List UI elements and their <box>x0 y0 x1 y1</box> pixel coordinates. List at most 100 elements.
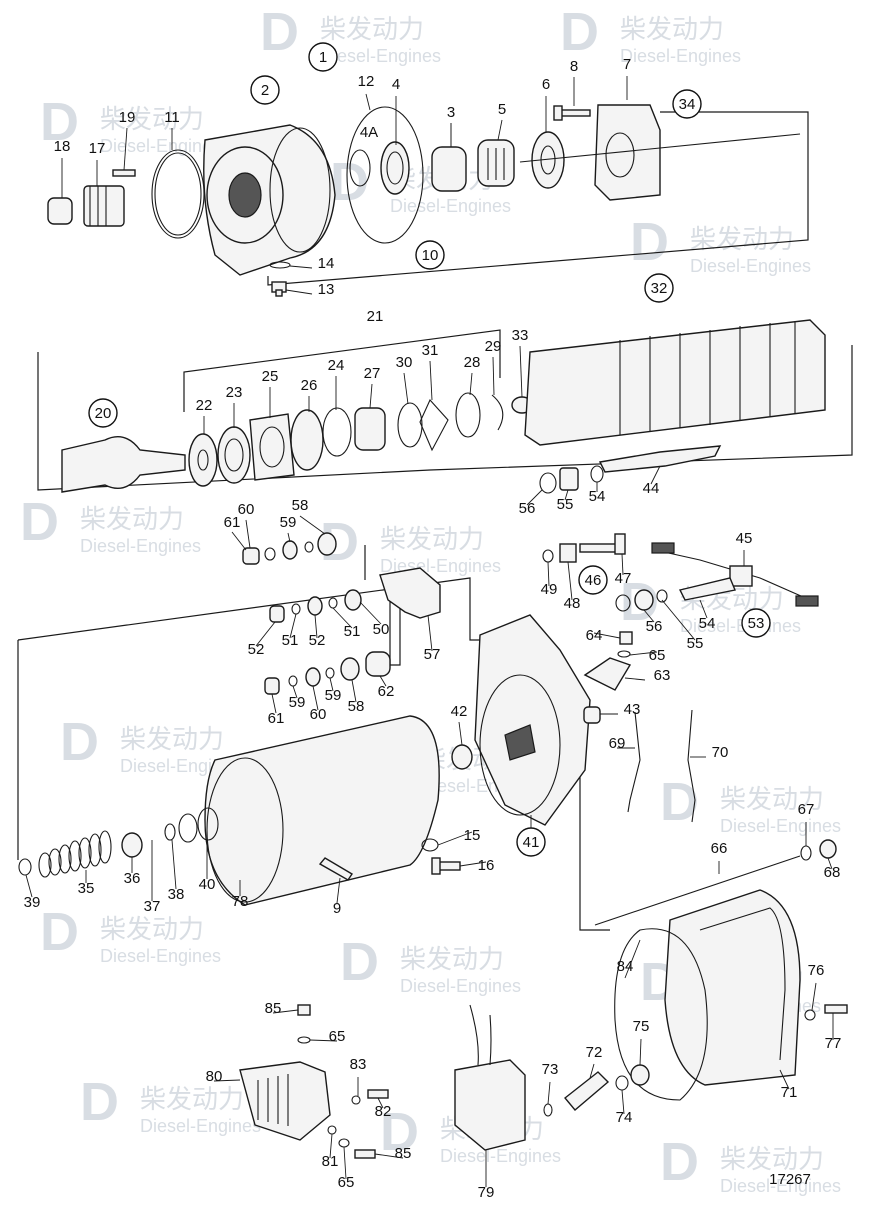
part-label-61-1: 61 <box>224 514 241 531</box>
leader-line <box>593 632 621 639</box>
part-label-51-1: 51 <box>282 632 299 649</box>
leader-line <box>351 679 357 703</box>
part-label-47: 47 <box>615 570 632 587</box>
part-label-29: 29 <box>485 338 502 355</box>
watermark-logo-icon: D <box>380 1102 419 1162</box>
brush-group <box>18 532 819 906</box>
leader-line <box>469 372 473 396</box>
part-label-38: 38 <box>168 886 185 903</box>
part-label-3: 3 <box>447 104 455 121</box>
watermark-logo-icon: D <box>60 712 99 772</box>
part-label-68: 68 <box>824 864 841 881</box>
part-label-58-2: 58 <box>348 698 365 715</box>
leader-line <box>312 685 319 711</box>
part-label-48: 48 <box>564 595 581 612</box>
part-label-21: 21 <box>367 308 384 325</box>
watermark-brand-cn: 柴发动力 <box>690 224 794 254</box>
part-label-44: 44 <box>643 480 660 497</box>
watermark-brand-en: Diesel-Engines <box>690 256 811 276</box>
part-label-59-1: 59 <box>280 514 297 531</box>
callout-circle-1 <box>308 42 338 72</box>
leader-line <box>171 839 177 890</box>
leader-line <box>429 360 433 401</box>
watermark-logo-icon: D <box>20 492 59 552</box>
leader-line <box>459 861 487 867</box>
leader-line <box>285 289 313 295</box>
leader-line <box>272 1009 299 1014</box>
part-label-73: 73 <box>542 1061 559 1078</box>
part-label-56-2: 56 <box>646 618 663 635</box>
callout-label-46: 46 <box>585 572 602 589</box>
part-label-55-2: 55 <box>687 635 704 652</box>
part-label-65-2: 65 <box>329 1028 346 1045</box>
watermark-brand-en: Diesel-Engines <box>80 536 201 556</box>
leader-line <box>255 621 276 647</box>
leader-line <box>329 677 334 692</box>
watermark-logo-icon: D <box>340 932 379 992</box>
part-label-57: 57 <box>424 646 441 663</box>
watermark-brand-en: Diesel-Engines <box>440 1146 561 1166</box>
callout-circle-20 <box>88 398 118 428</box>
part-label-54-2: 54 <box>699 615 716 632</box>
watermark-brand-cn: 柴发动力 <box>80 504 184 534</box>
leader-line <box>547 1081 551 1105</box>
assembly-frames <box>17 111 853 931</box>
leader-line <box>643 609 655 623</box>
watermark-logo-icon: D <box>630 212 669 272</box>
part-label-65-1: 65 <box>649 647 666 664</box>
watermark-logo-icon: D <box>560 2 599 62</box>
part-label-65-3: 65 <box>338 1174 355 1191</box>
part-label-85-2: 85 <box>395 1145 412 1162</box>
watermark-logo-icon: D <box>80 1072 119 1132</box>
callout-circle-53 <box>741 608 771 638</box>
leader-lines <box>25 76 834 1187</box>
callout-label-34: 34 <box>679 96 696 113</box>
callout-label-41: 41 <box>523 834 540 851</box>
part-label-52-1: 52 <box>248 641 265 658</box>
watermark-brand-en: Diesel-Engines <box>620 46 741 66</box>
part-label-61-2: 61 <box>268 710 285 727</box>
watermark-brand-en: Diesel-Engines <box>320 46 441 66</box>
part-label-85-1: 85 <box>265 1000 282 1017</box>
watermark-brand-en: Diesel-Engines <box>140 1116 261 1136</box>
part-label-7: 7 <box>623 56 631 73</box>
leader-line <box>621 553 624 576</box>
leader-line <box>365 93 371 111</box>
part-label-72: 72 <box>586 1044 603 1061</box>
part-label-55-1: 55 <box>557 496 574 513</box>
part-label-18: 18 <box>54 138 71 155</box>
watermark-brand-cn: 柴发动力 <box>720 784 824 814</box>
leader-line <box>624 939 641 979</box>
watermark-brand-en: Diesel-Engines <box>100 136 221 156</box>
part-label-75: 75 <box>633 1018 650 1035</box>
leader-line <box>526 489 543 506</box>
drive-end-group <box>47 104 801 297</box>
watermark-brand-cn: 柴发动力 <box>320 14 424 44</box>
leader-line <box>343 1146 347 1180</box>
part-label-66: 66 <box>711 840 728 857</box>
watermark-brand-en: Diesel-Engines <box>680 616 801 636</box>
part-label-6: 6 <box>542 76 550 93</box>
leader-line <box>314 614 318 639</box>
part-label-60-1: 60 <box>238 501 255 518</box>
part-label-24: 24 <box>328 357 345 374</box>
leader-line <box>629 651 658 656</box>
callout-label-53: 53 <box>748 615 765 632</box>
part-label-84: 84 <box>617 958 634 975</box>
callout-circle-32 <box>644 273 674 303</box>
leader-line <box>650 465 661 485</box>
part-label-70: 70 <box>712 744 729 761</box>
callout-circle-46 <box>578 565 608 595</box>
part-label-43: 43 <box>624 701 641 718</box>
leader-line <box>245 519 251 549</box>
leader-line <box>519 345 523 398</box>
part-label-35: 35 <box>78 880 95 897</box>
